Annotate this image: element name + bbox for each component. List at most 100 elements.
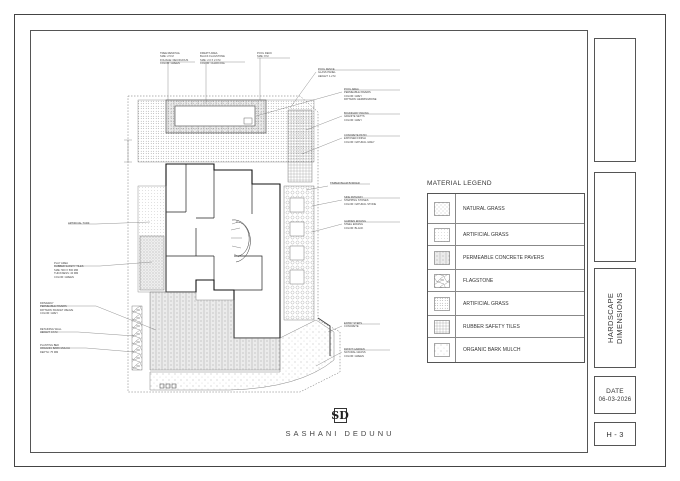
legend-label: PERMEABLE CONCRETE PAVERS xyxy=(463,254,544,261)
annotation-line: COLOR: GREEN xyxy=(160,62,180,66)
date-label: DATE xyxy=(606,387,624,395)
material-legend: MATERIAL LEGEND NATURAL GRASS ARTIFICIAL … xyxy=(427,180,585,363)
annotation-line: FIREPIT AREA xyxy=(200,52,218,55)
annotation-line: PERMEABLE PAVERS xyxy=(344,91,371,95)
annotation-line: COLOR: NATURAL GREY xyxy=(344,140,375,144)
annotation-line: TIMBER BEAM BORDER xyxy=(330,182,360,185)
legend-label: ORGANIC BARK MULCH xyxy=(463,347,521,353)
legend-label: FLAGSTONE xyxy=(463,277,494,284)
legend-swatch-dots-sparse xyxy=(433,343,450,357)
legend-row: ARTIFICIAL GRASS xyxy=(428,224,584,246)
annotation-line: COLOR: NATURAL STONE xyxy=(344,202,377,206)
annotation-line: ENTRY STEPS xyxy=(344,322,362,325)
annotation-note: TIMBER BEAM BORDER xyxy=(330,182,360,185)
driveway xyxy=(149,291,281,371)
annotation-line: PERMEABLE PAVERS xyxy=(40,305,67,309)
bin-2 xyxy=(165,383,171,389)
pool xyxy=(174,105,256,127)
annotation-line: COLOR: GREY xyxy=(344,94,363,98)
annotation-line: POOL DECK xyxy=(257,52,273,55)
annotation-line: RETAINING WALL xyxy=(40,328,62,331)
legend-swatch-cell xyxy=(428,224,456,245)
sheet-number: H - 3 xyxy=(606,429,624,439)
annotation-line: COLOR: GREY xyxy=(40,312,59,316)
legend-label: ARTIFICIAL GRASS xyxy=(463,231,509,238)
side-strip xyxy=(287,109,313,183)
dimension-line xyxy=(124,139,132,163)
planting-bed xyxy=(131,305,143,371)
title-block-blank-middle xyxy=(594,172,636,262)
annotation-line: ORGANIC BARK MULCH xyxy=(40,347,70,351)
legend-row: FLAGSTONE xyxy=(428,270,584,292)
date-value: 06-03-2026 xyxy=(598,396,632,403)
drawing-border xyxy=(30,30,588,453)
sheet-title: HARDSCAPE DIMENSIONS xyxy=(606,292,624,344)
annotation-line: NATURAL GRASS xyxy=(344,351,366,355)
annotation-line: ARTIFICIAL TURF xyxy=(68,222,90,225)
annotation-note: ARTIFICIAL TURF xyxy=(68,222,89,225)
legend-swatch-grid xyxy=(433,319,450,334)
legend-row: PERMEABLE CONCRETE PAVERS xyxy=(428,246,584,270)
legend-swatch-cell xyxy=(428,292,456,315)
legend-swatch-bricks xyxy=(433,250,450,265)
bin-1 xyxy=(159,383,165,389)
legend-row: RUBBER SAFETY TILES xyxy=(428,316,584,338)
bin-3 xyxy=(171,383,177,389)
rubber-tiles xyxy=(139,235,165,291)
annotation-line: EXPOSED FINISH xyxy=(344,137,366,141)
designer-logo: SD xyxy=(331,408,349,423)
annotation-line: DRIVEWAY xyxy=(40,302,54,305)
annotation-line: DEPTH: 75 MM xyxy=(40,350,59,354)
sheet-number-box: H - 3 xyxy=(594,422,636,446)
annotation-line: COLOR: BLACK xyxy=(344,226,364,230)
annotation-line: SIZE: 8 M xyxy=(257,55,269,59)
legend-title: MATERIAL LEGEND xyxy=(427,180,492,187)
legend-label: NATURAL GRASS xyxy=(463,205,505,212)
designer-block: SD SASHANI DEDUNU xyxy=(250,408,430,438)
annotation-line: COLOR: GREY xyxy=(344,118,363,122)
annotation-line: GARDEN EDGING xyxy=(344,220,367,223)
pool-steps xyxy=(243,117,253,125)
legend-label: RUBBER SAFETY TILES xyxy=(463,323,520,330)
retaining-wall xyxy=(317,317,331,356)
annotation-line: POOL AREA xyxy=(344,88,359,91)
annotation-line: CONCRETE PATIO xyxy=(344,134,367,137)
legend-swatch-cell xyxy=(428,246,456,269)
annotation-line: COLOR: CHARCOAL xyxy=(200,62,226,66)
annotation-line: SIDE PATHWAY xyxy=(344,196,363,199)
annotation-line: GLASS PANEL xyxy=(318,71,336,75)
legend-swatch-cell xyxy=(428,270,456,291)
annotation-line: HEIGHT: 0.6 M xyxy=(40,331,58,335)
outer-border xyxy=(14,14,666,467)
annotation-line: CONCRETE xyxy=(344,325,359,329)
interior-walls xyxy=(166,164,263,291)
sheet-title-box: HARDSCAPE DIMENSIONS xyxy=(594,268,636,368)
annotation-line: PATTERN: BASKET WEAVE xyxy=(40,308,74,312)
annotation-line: SIZE: 500 X 500 MM xyxy=(54,268,79,272)
legend-swatch-cell xyxy=(428,338,456,362)
designer-name: SASHANI DEDUNU xyxy=(285,429,395,438)
front-garden xyxy=(149,319,335,391)
legend-table: NATURAL GRASS ARTIFICIAL GRASS PERMEABLE C… xyxy=(427,193,585,363)
annotation-line: GRANITE SETTS xyxy=(344,115,365,119)
annotation-line: THICKNESS: 40 MM xyxy=(54,272,79,276)
date-box: DATE 06-03-2026 xyxy=(594,376,636,414)
legend-row: ARTIFICIAL GRASS xyxy=(428,292,584,316)
legend-swatch-cell xyxy=(428,194,456,223)
title-block-blank-top xyxy=(594,38,636,162)
annotation-line: COLOR: GREEN xyxy=(54,275,74,279)
annotation-line: POOL FENCE xyxy=(318,68,335,71)
